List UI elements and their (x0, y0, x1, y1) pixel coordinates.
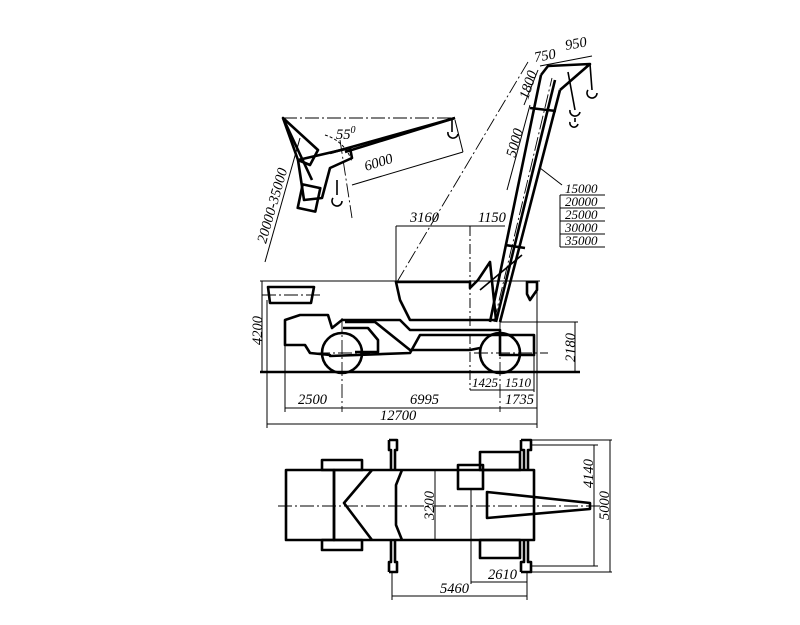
outrigger-span-outer-label: 5000 (597, 490, 613, 520)
overall-height-label: 4200 (250, 315, 266, 345)
outrigger-rear-top (519, 438, 533, 470)
luffing-jib-view: 550 6000 20000-35000 (254, 116, 464, 263)
jib-mast-top (281, 116, 320, 167)
outrigger-front-top (387, 438, 399, 470)
boom-length-row: 20000 (565, 194, 598, 209)
boom-tip-dim-b: 950 (564, 34, 589, 54)
boom-leader-line (539, 167, 563, 186)
angle-label: 550 (336, 125, 356, 143)
boom-lengths-table: 15000 20000 25000 30000 35000 (559, 181, 605, 248)
boom-reach-axis (396, 61, 529, 283)
jib-vertical-axis (339, 139, 353, 219)
jib-arm-lower (344, 116, 456, 154)
boom-length-range-label: 20000-35000 (254, 166, 291, 245)
cab-width-label: 3160 (409, 210, 440, 226)
outrigger-span-inner-label: 4140 (581, 458, 597, 488)
outrigger-rear-bottom (519, 540, 533, 574)
jib-length-dimline (351, 151, 464, 186)
plan-boom (485, 490, 592, 520)
front-overhang-label: 2500 (298, 392, 328, 408)
outrigger-front-bottom (387, 540, 399, 574)
plan-main-body (332, 468, 536, 542)
counterweight (266, 285, 316, 305)
outrigger-to-axle-label: 5460 (440, 581, 470, 597)
superstructure-cab (394, 260, 498, 322)
plan-view: 3200 4140 5000 2610 5460 (278, 438, 613, 600)
main-boom: 750 950 1800 5000 (479, 34, 598, 323)
rear-dim-a-label: 1425 (472, 375, 499, 390)
boom-tip-dim-a: 750 (533, 46, 558, 66)
angle-arc (324, 134, 353, 163)
head-hook-icon (331, 180, 343, 207)
wheelbase-label: 6995 (410, 392, 439, 408)
boom-range-dimline (264, 137, 301, 263)
jib-length-label: 6000 (362, 151, 395, 175)
rear-height-label: 2180 (563, 332, 579, 362)
jib-mast-line (281, 117, 314, 181)
rear-dim-b-label: 1510 (505, 375, 532, 390)
overall-length-label: 12700 (380, 408, 417, 424)
outrigger-longitudinal-label: 2610 (488, 567, 518, 583)
rear-overhang-label: 1735 (505, 392, 534, 408)
boom-head (539, 62, 592, 91)
boom-length-row: 25000 (565, 207, 598, 222)
boom-section-length-label: 5000 (503, 126, 527, 159)
plan-front-body (284, 468, 336, 542)
jib-base-section (296, 183, 322, 213)
boom-offset-label: 1150 (478, 210, 507, 226)
jib-hook-icon (447, 120, 459, 139)
boom-rest (525, 280, 539, 302)
boom-length-row: 15000 (565, 181, 598, 196)
body-width-label: 3200 (422, 490, 438, 521)
boom-length-row: 35000 (564, 233, 598, 248)
jib-head (296, 146, 354, 202)
boom-length-row: 30000 (564, 220, 598, 235)
boom-hook-left-icon (567, 71, 581, 128)
side-view: 3160 1150 4200 2180 1425 1510 2500 6995 (250, 210, 580, 428)
boom-hook-right-icon (586, 63, 598, 99)
